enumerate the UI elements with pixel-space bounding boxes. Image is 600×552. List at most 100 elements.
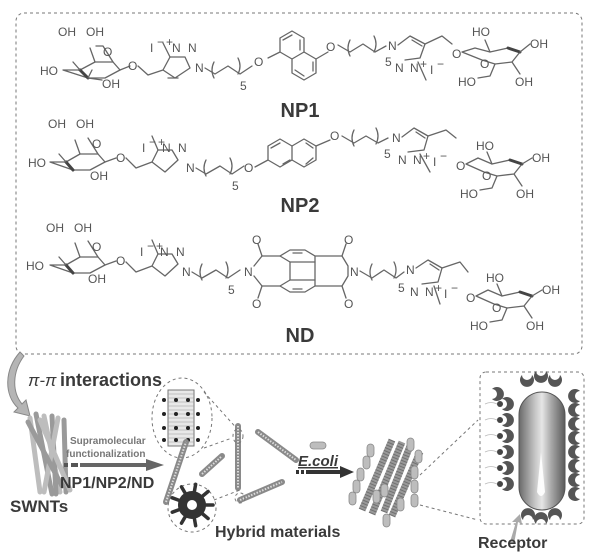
ligand-bead (497, 465, 503, 471)
ligand-tail (484, 402, 498, 405)
reagents-label: NP1/NP2/ND (60, 475, 154, 492)
label-nd: ND (286, 325, 315, 347)
galactose-left: OH OH O HO OH O (28, 117, 125, 183)
tube-zoom-marker (234, 492, 246, 504)
atom-n: N (188, 41, 197, 55)
atom-n: N (406, 263, 415, 277)
galactose-right: HO OH O HO OH (460, 139, 550, 201)
atom-n: N (186, 161, 195, 175)
bound-bacterium (396, 497, 405, 512)
iodide-left: I (150, 41, 153, 55)
molecule-np1: OH OH O HO OH O I − + N N N 5 O O 5 N (40, 25, 548, 122)
adsorbed-molecule (162, 426, 166, 430)
micelle-spike (170, 508, 181, 514)
atom-oh: OH (74, 221, 92, 235)
naphthalene-core (267, 30, 329, 81)
atom-ho: HO (470, 319, 488, 333)
plus-sign: + (166, 35, 173, 49)
bound-bacterium (414, 449, 423, 464)
iodide-left: I (140, 245, 143, 259)
bound-bacterium (410, 493, 419, 508)
curved-arrow-icon (7, 351, 31, 417)
receptor-crescent (568, 431, 580, 445)
receptor (502, 445, 514, 459)
minus-sign: − (437, 57, 444, 71)
atom-o: O (344, 297, 353, 311)
atom-o: O (116, 254, 125, 268)
swnt-bundle (25, 411, 73, 497)
plus-sign: + (420, 57, 427, 71)
label-np2: NP2 (281, 195, 320, 217)
receptor-crescent (568, 473, 580, 487)
atom-oh: OH (86, 25, 104, 39)
ecoli-arrow (296, 466, 354, 478)
atom-o: O (103, 45, 112, 59)
swnt-strand (37, 417, 73, 493)
adsorbed-molecule (196, 426, 200, 430)
interactions-label: interactions (60, 370, 162, 390)
atom-ho: HO (460, 187, 478, 201)
ligand-bead (497, 401, 503, 407)
atom-o: O (456, 159, 465, 173)
atom-n: N (176, 245, 185, 259)
adsorbed-molecule (186, 398, 190, 402)
ligand-bead (497, 417, 503, 423)
functionalized-tube (163, 439, 189, 505)
ecoli-label: E.coli (298, 453, 339, 470)
adsorbed-molecule (174, 412, 178, 416)
atom-n: N (172, 41, 181, 55)
atom-o: O (330, 129, 339, 143)
receptor-crescent (520, 375, 534, 387)
micelle-spike (170, 496, 181, 502)
pi-pi-label: π-π (28, 371, 57, 390)
atom-n: N (388, 39, 397, 53)
adsorbed-molecule (174, 438, 178, 442)
bacteria-tube-aggregate (348, 437, 424, 528)
bound-bacterium (372, 489, 381, 504)
atom-n: N (410, 61, 419, 75)
atom-o: O (326, 40, 335, 54)
receptor-crescent (568, 459, 580, 473)
receptor-crescent (548, 375, 562, 387)
atom-o: O (452, 47, 461, 61)
atom-n: N (162, 141, 171, 155)
receptor (548, 375, 562, 387)
tube-texture (201, 455, 223, 475)
receptor (521, 508, 535, 520)
ligand-tail (484, 450, 498, 453)
atom-ho: HO (28, 156, 46, 170)
receptor-crescent (492, 387, 504, 401)
plus-sign: + (156, 239, 163, 253)
galactose-right: HO OH O HO OH (470, 271, 560, 333)
receptor-crescent (521, 508, 535, 520)
atom-ho: HO (476, 139, 494, 153)
molecule-np2: OH OH O HO OH O I − + N N N 5 O O 5 N N (28, 117, 550, 217)
naphthalene-diimide-core: O O O O (252, 233, 353, 311)
atom-ho: HO (486, 271, 504, 285)
naphthalene-core (254, 138, 331, 168)
iodide-left: I (142, 141, 145, 155)
atom-oh: OH (58, 25, 76, 39)
receptor (492, 387, 504, 401)
tube-zoom-bubble (151, 377, 241, 459)
repeat-subscript: 5 (240, 79, 247, 93)
atom-o: O (116, 151, 125, 165)
receptor (568, 417, 580, 431)
receptor (520, 375, 534, 387)
galactose-right: HO OH O HO OH (458, 25, 548, 89)
atom-o: O (344, 233, 353, 247)
atom-n: N (398, 153, 407, 167)
repeat-subscript: 5 (384, 147, 391, 161)
atom-o: O (252, 233, 261, 247)
bound-bacterium (362, 455, 371, 470)
micelle-spike (179, 485, 187, 495)
step1-line1: Supramolecular (70, 436, 146, 447)
atom-n: N (195, 61, 204, 75)
bacterium-zoom-box (479, 371, 585, 525)
receptor-crescent (568, 445, 580, 459)
receptor-crescent (502, 461, 514, 475)
receptor-crescent (568, 403, 580, 417)
atom-oh: OH (46, 221, 64, 235)
step1-line2: functionalization (66, 449, 145, 460)
receptor (568, 473, 580, 487)
